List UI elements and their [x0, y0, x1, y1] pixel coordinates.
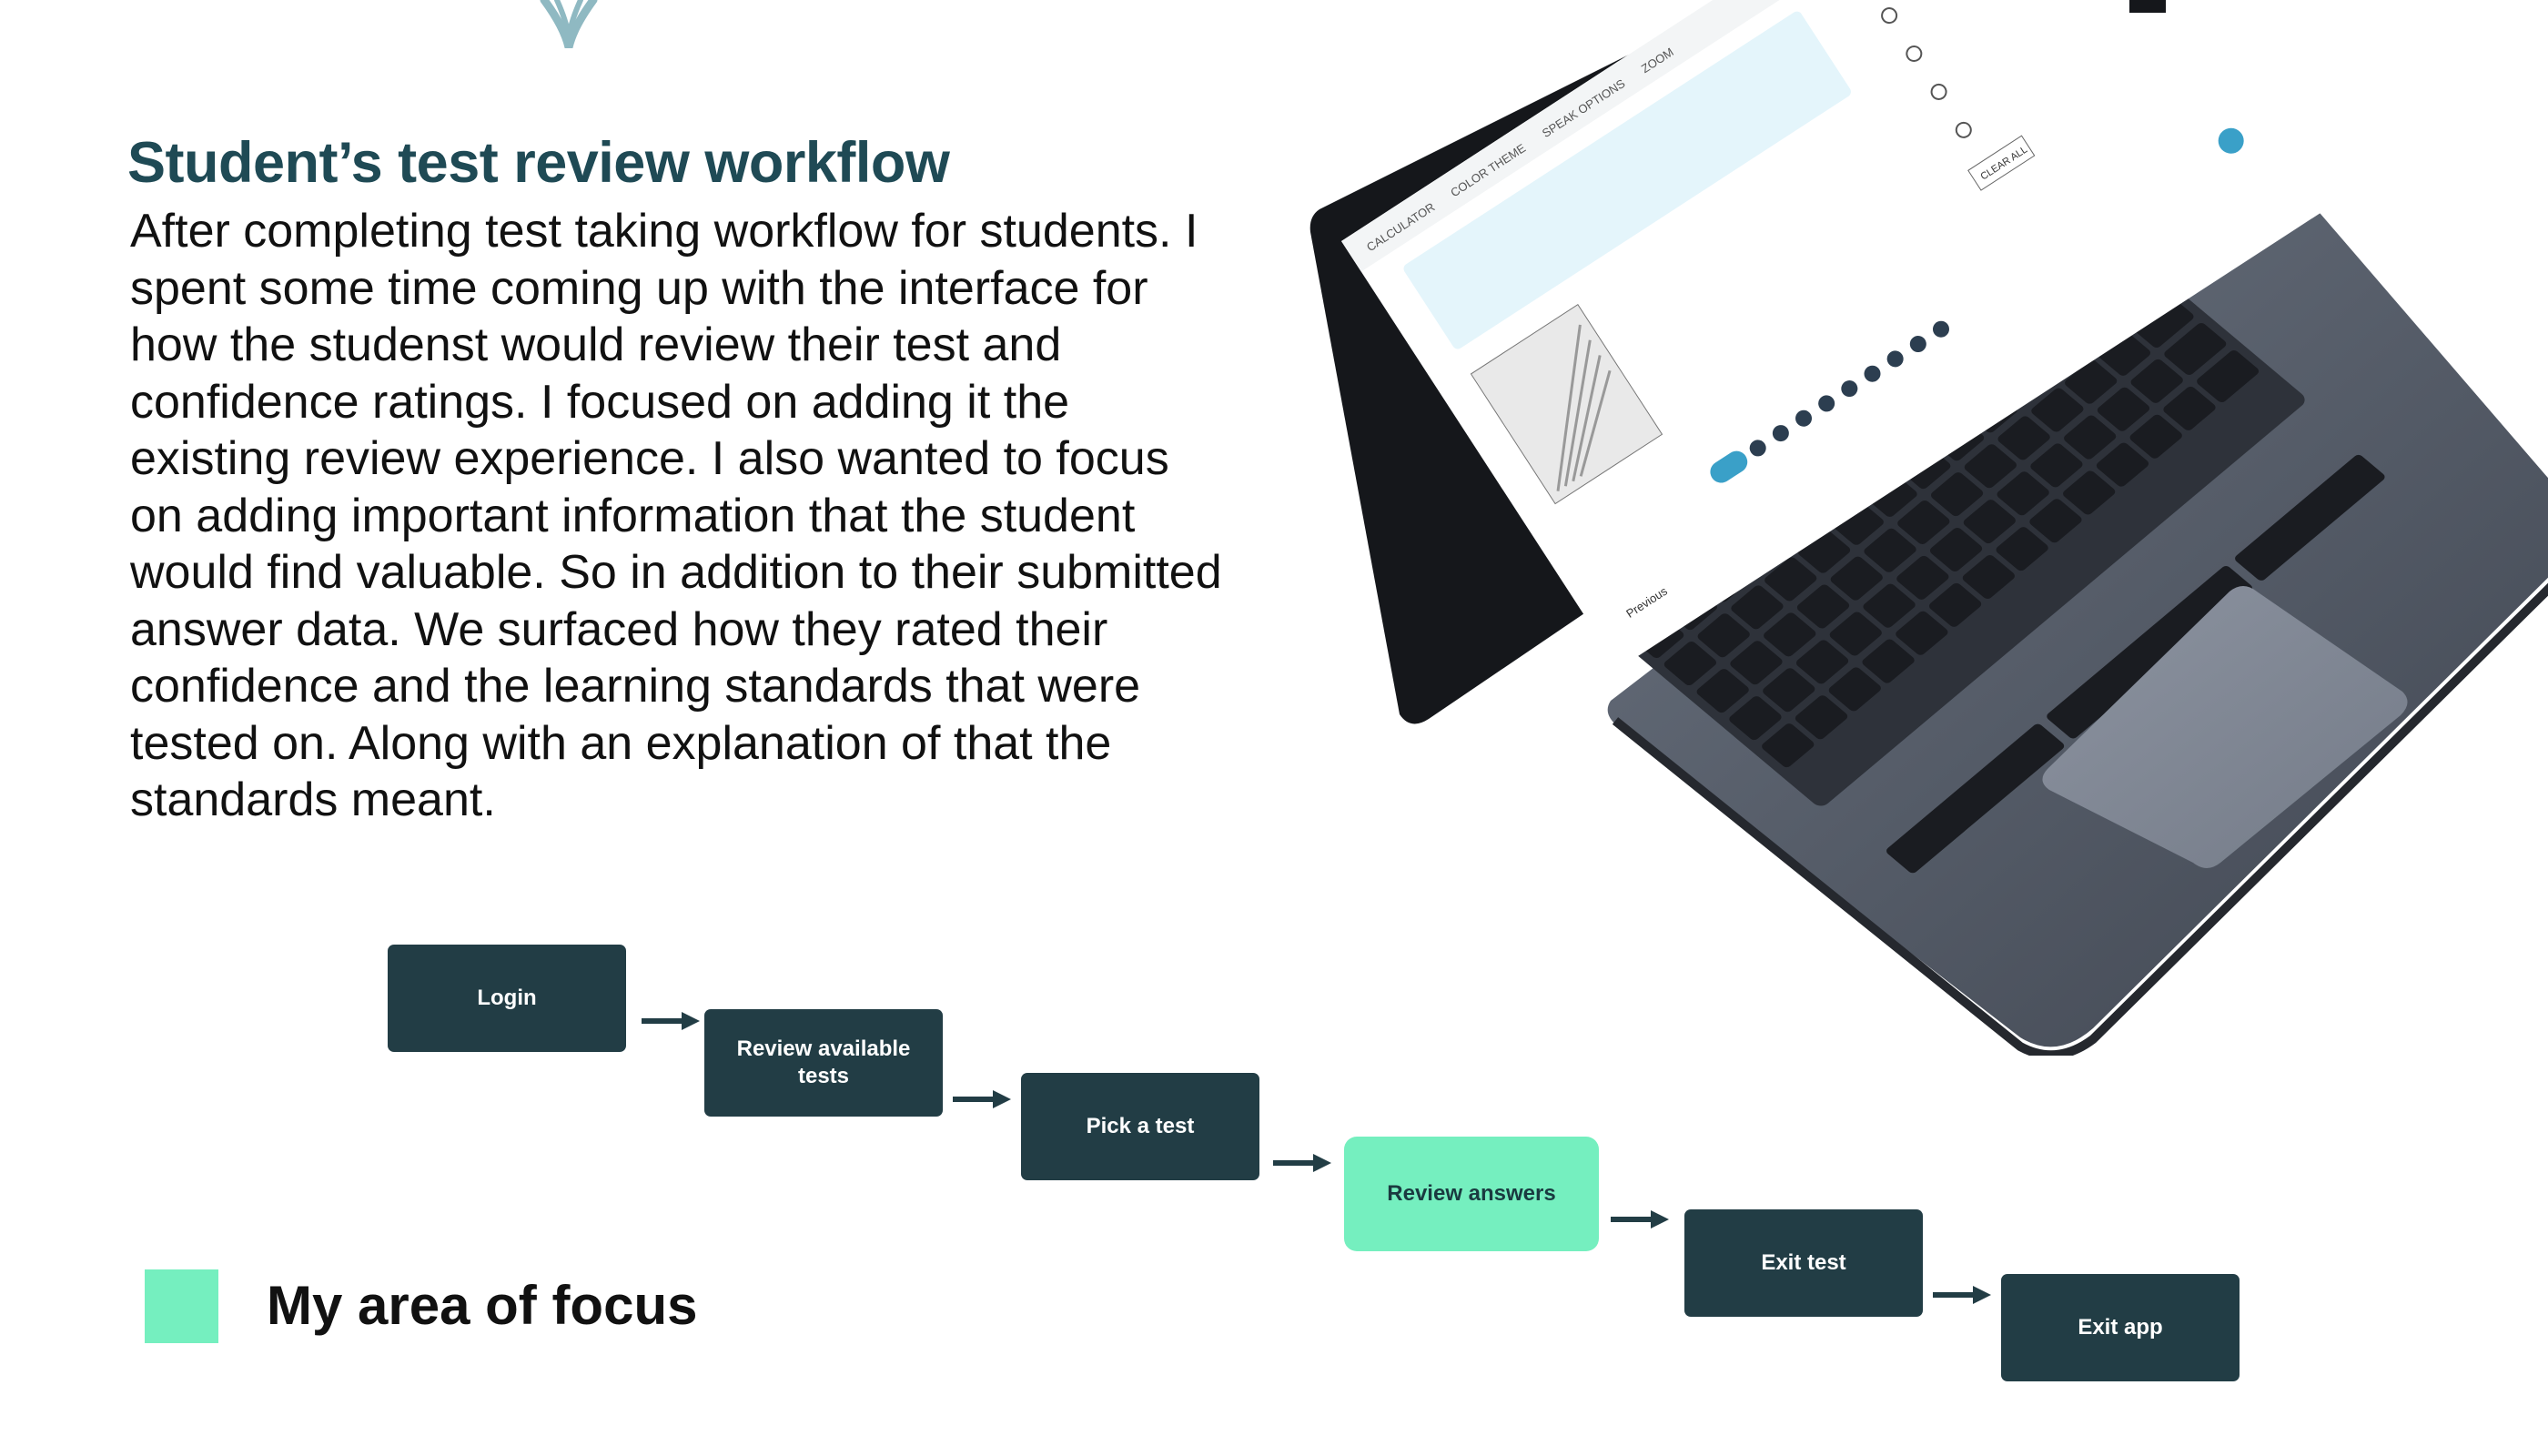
legend-label: My area of focus	[267, 1275, 698, 1336]
page-title: Student’s test review workflow	[127, 131, 950, 195]
laptop-base	[1607, 197, 2548, 1047]
laptop-mockup-illustration: CALCULATOR COLOR THEME SPEAK OPTIONS ZOO…	[1309, 0, 2548, 1056]
flow-arrow-icon	[1611, 1210, 1669, 1228]
workflow-step-pick-a-test: Pick a test	[1021, 1073, 1259, 1180]
workflow-step-review-available-tests: Review available tests	[704, 1009, 943, 1117]
trackpad	[2042, 586, 2408, 868]
flow-arrow-icon	[1933, 1286, 1991, 1304]
workflow-step-review-answers: Review answers	[1344, 1137, 1599, 1251]
flow-arrow-icon	[642, 1012, 700, 1030]
workflow-step-login: Login	[388, 945, 626, 1052]
workflow-step-exit-test: Exit test	[1684, 1209, 1923, 1317]
laptop-screen: CALCULATOR COLOR THEME SPEAK OPTIONS ZOO…	[1341, 0, 2428, 669]
flow-arrow-icon	[1273, 1154, 1331, 1172]
flow-arrow-icon	[953, 1090, 1011, 1108]
brand-logo-mark	[540, 0, 598, 49]
workflow-step-exit-app: Exit app	[2001, 1274, 2240, 1381]
legend-swatch	[145, 1269, 218, 1343]
description-paragraph: After completing test taking workflow fo…	[130, 205, 1222, 826]
